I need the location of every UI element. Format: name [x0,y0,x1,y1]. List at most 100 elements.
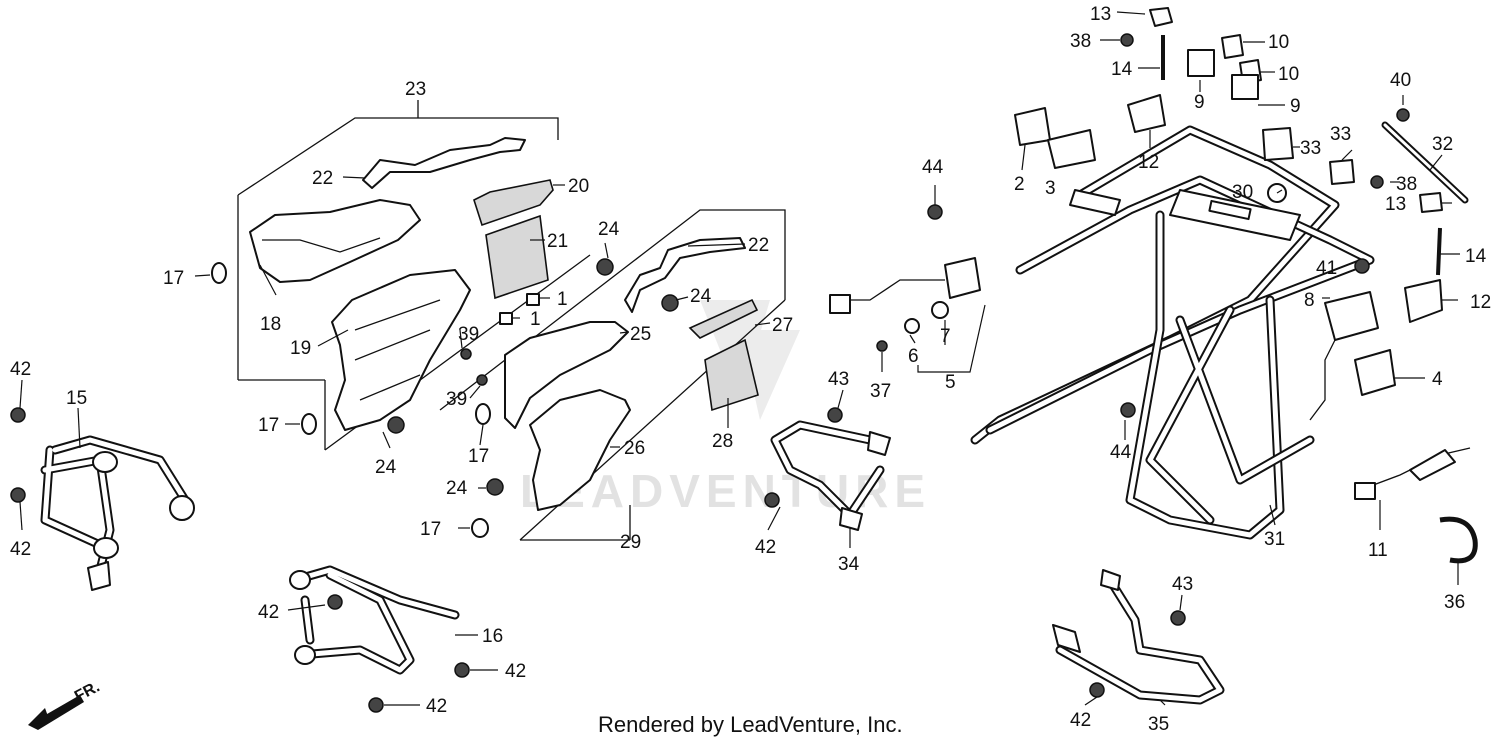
callout-35: 35 [1148,714,1169,735]
callout-17: 17 [163,268,184,289]
callout-3: 3 [1045,178,1056,199]
callout-31: 31 [1264,529,1285,550]
callout-42: 42 [426,696,447,717]
part-7-grommet [931,301,949,319]
bolt-43b [1170,610,1186,626]
clip-1a [526,293,540,306]
bolt-44a [927,204,943,220]
callout-41: 41 [1316,258,1337,279]
part-20-pad [473,179,554,227]
callout-labels: 13 38 14 10 10 9 9 12 2 3 33 33 30 40 32… [10,4,1491,735]
callout-33: 33 [1300,138,1321,159]
callout-17: 17 [420,519,441,540]
leader-lines [19,11,1460,706]
part-8-regulator [1324,291,1379,341]
part-22-grip-strip-b [624,237,746,313]
bolt-42a [10,407,26,423]
part-13-cap [1149,7,1173,27]
front-direction-arrow: FR. [28,678,103,730]
callout-16: 16 [482,626,503,647]
callout-42: 42 [10,359,31,380]
callout-37: 37 [870,381,891,402]
engine-guard-35 [1052,569,1225,705]
callout-6: 6 [908,346,919,367]
callout-24: 24 [446,478,468,499]
part-2-relay-holder [1014,107,1051,146]
callout-20: 20 [568,176,589,197]
callout-24: 24 [375,457,397,478]
screw-40 [1396,108,1410,122]
part-12b-bracket [1404,279,1443,323]
screw-39b [476,374,488,386]
callout-24: 24 [690,286,712,307]
electrical-components [10,7,1478,713]
callout-42: 42 [1070,710,1091,731]
callout-42: 42 [258,602,279,623]
callout-9: 9 [1194,92,1205,113]
callout-44: 44 [1110,442,1132,463]
part-22-grip-strip [362,137,526,189]
part-9a-relay [1187,49,1215,77]
part-33a-block [1262,127,1294,161]
part-26-side-panel [529,389,631,511]
part-19-side-panel [331,269,471,431]
part-25-side-cover [504,321,629,429]
bolt-43a [827,407,843,423]
callout-28: 28 [712,431,733,452]
callout-19: 19 [290,338,311,359]
callout-18: 18 [260,314,281,335]
part-3-unit [1047,129,1096,169]
callout-8: 8 [1304,290,1315,311]
engine-guard-16 [289,565,460,675]
nut-24a [596,258,614,276]
callout-17: 17 [468,446,489,467]
callout-17: 17 [258,415,279,436]
callout-42: 42 [755,537,776,558]
callout-32: 32 [1432,134,1453,155]
callout-4: 4 [1432,369,1443,390]
callout-21: 21 [547,231,568,252]
callout-13: 13 [1385,194,1406,215]
bolt-44b [1120,402,1136,418]
bolt-42d [454,662,470,678]
callout-10: 10 [1268,32,1289,53]
callout-39: 39 [446,389,467,410]
callout-40: 40 [1390,70,1411,91]
part-36-band [1439,516,1478,564]
callout-15: 15 [66,388,87,409]
credit-text: Rendered by LeadVenture, Inc. [598,712,903,737]
side-cover-group-left [211,100,614,451]
callout-22: 22 [748,235,769,256]
part-9b-relay [1231,74,1259,100]
part-21-pad [485,214,549,300]
callout-42: 42 [505,661,526,682]
part-33b-block [1329,159,1355,185]
callout-33: 33 [1330,124,1351,145]
screw-37 [876,340,888,352]
part-5-switch [944,257,981,299]
nut-24d [486,478,504,496]
part-4-relay [1354,349,1396,396]
callout-13: 13 [1090,4,1111,25]
bolt-42g [1089,682,1105,698]
callout-11: 11 [1368,540,1388,561]
callout-10: 10 [1278,64,1299,85]
screw-38a [1120,33,1134,47]
callout-7: 7 [940,326,951,347]
callout-42: 42 [10,539,31,560]
callout-22: 22 [312,168,333,189]
callout-38: 38 [1396,174,1417,195]
rear-carrier-frame [970,125,1375,540]
screw-38b [1370,175,1384,189]
part-18-front-cover [249,199,421,283]
callout-14: 14 [1465,246,1487,267]
callout-43: 43 [828,369,849,390]
callout-24: 24 [598,219,620,240]
callout-1: 1 [530,309,541,330]
callout-43: 43 [1172,574,1193,595]
grommet-17b [301,413,317,435]
callout-2: 2 [1014,174,1025,195]
clip-1b [499,312,513,325]
bolt-42b [10,487,26,503]
